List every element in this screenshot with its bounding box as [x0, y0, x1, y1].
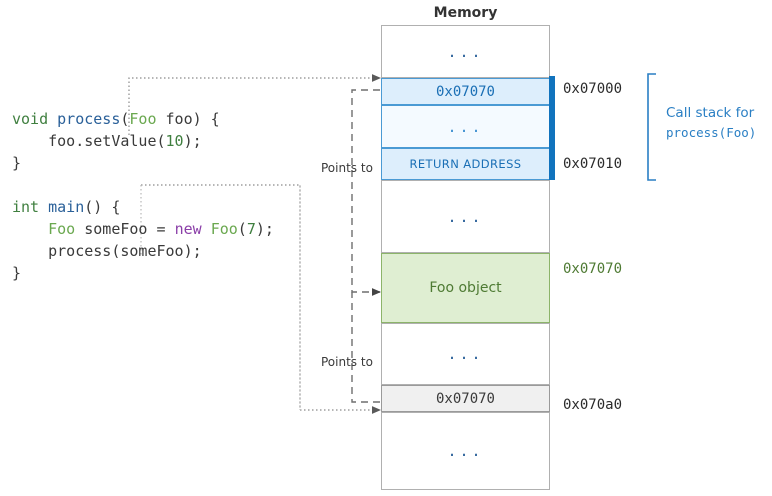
code-token: main — [48, 198, 85, 216]
memory-cell-label: 0x07070 — [435, 83, 495, 100]
memory-title: Memory — [433, 5, 498, 21]
memory-cell: RETURN ADDRESS — [381, 148, 550, 180]
code-line: int main() { — [12, 196, 274, 218]
code-token: someFoo = — [75, 220, 175, 238]
code-token: () { — [84, 198, 121, 216]
memory-cell-label: ... — [447, 345, 484, 363]
memory-address-label: 0x07070 — [563, 261, 623, 277]
call-stack-bracket — [647, 73, 656, 181]
memory-cell: ... — [381, 105, 550, 148]
memory-cell-label: RETURN ADDRESS — [409, 157, 522, 171]
code-token: ); — [255, 220, 274, 238]
code-token — [48, 110, 57, 128]
code-token: 7 — [246, 220, 256, 238]
code-token: void — [12, 110, 49, 128]
code-token: } — [12, 154, 22, 172]
memory-address-label: 0x07000 — [563, 81, 623, 97]
code-line: void process(Foo foo) { — [12, 108, 274, 130]
code-token: Foo — [129, 110, 157, 128]
call-stack-indicator-bar — [549, 76, 555, 180]
code-token: ( — [120, 110, 130, 128]
code-line: Foo someFoo = new Foo(7); — [12, 218, 274, 240]
points-to-label: Points to — [321, 161, 373, 175]
code-token: process(someFoo); — [12, 242, 202, 260]
memory-column: ... 0x07070... RETURN ADDRESS... Foo object… — [381, 25, 550, 490]
memory-cell-label: 0x07070 — [435, 390, 495, 407]
memory-address-label: 0x070a0 — [563, 397, 623, 413]
code-token: } — [12, 264, 22, 282]
pointer-arrow-var-to-object — [351, 292, 380, 403]
code-token — [12, 220, 48, 238]
code-token: Foo — [210, 220, 238, 238]
code-line: foo.setValue(10); — [12, 130, 274, 152]
memory-cell: 0x07070 — [381, 385, 550, 412]
memory-cell: ... — [381, 412, 550, 490]
memory-cell: ... — [381, 323, 550, 385]
code-token: int — [12, 198, 40, 216]
memory-cell: 0x07070 — [381, 78, 550, 105]
code-token — [12, 176, 21, 194]
code-token — [39, 198, 48, 216]
code-token: 10 — [165, 132, 184, 150]
memory-cell-label: ... — [447, 207, 484, 226]
code-token: ( — [156, 132, 166, 150]
memory-cell: ... — [381, 180, 550, 253]
code-block: void process(Foo foo) { foo.setValue(10)… — [12, 108, 274, 284]
code-token: process — [57, 110, 121, 128]
code-line: process(someFoo); — [12, 240, 274, 262]
points-to-label: Points to — [321, 355, 373, 369]
memory-cell-label: ... — [447, 117, 484, 136]
code-line — [12, 174, 274, 196]
memory-cell-label: ... — [447, 42, 484, 61]
code-token: ); — [183, 132, 202, 150]
call-stack-note-line2: process(Foo) — [666, 125, 757, 140]
call-stack-note-line1: Call stack for — [666, 105, 755, 121]
code-token: new — [174, 220, 202, 238]
code-line: } — [12, 152, 274, 174]
code-token: foo.setValue — [12, 132, 157, 150]
code-token: foo) { — [156, 110, 220, 128]
memory-cell: ... — [381, 25, 550, 78]
code-line: } — [12, 262, 274, 284]
memory-address-label: 0x07010 — [563, 156, 623, 172]
memory-cell-label: ... — [447, 442, 484, 460]
call-stack-note: Call stack for process(Foo) — [666, 104, 772, 142]
memory-cell-label: Foo object — [429, 280, 502, 296]
pointer-arrow-stack-to-object — [351, 89, 381, 296]
code-token: Foo — [48, 220, 76, 238]
memory-cell: Foo object — [381, 253, 550, 323]
code-token: ( — [237, 220, 247, 238]
code-token — [202, 220, 211, 238]
